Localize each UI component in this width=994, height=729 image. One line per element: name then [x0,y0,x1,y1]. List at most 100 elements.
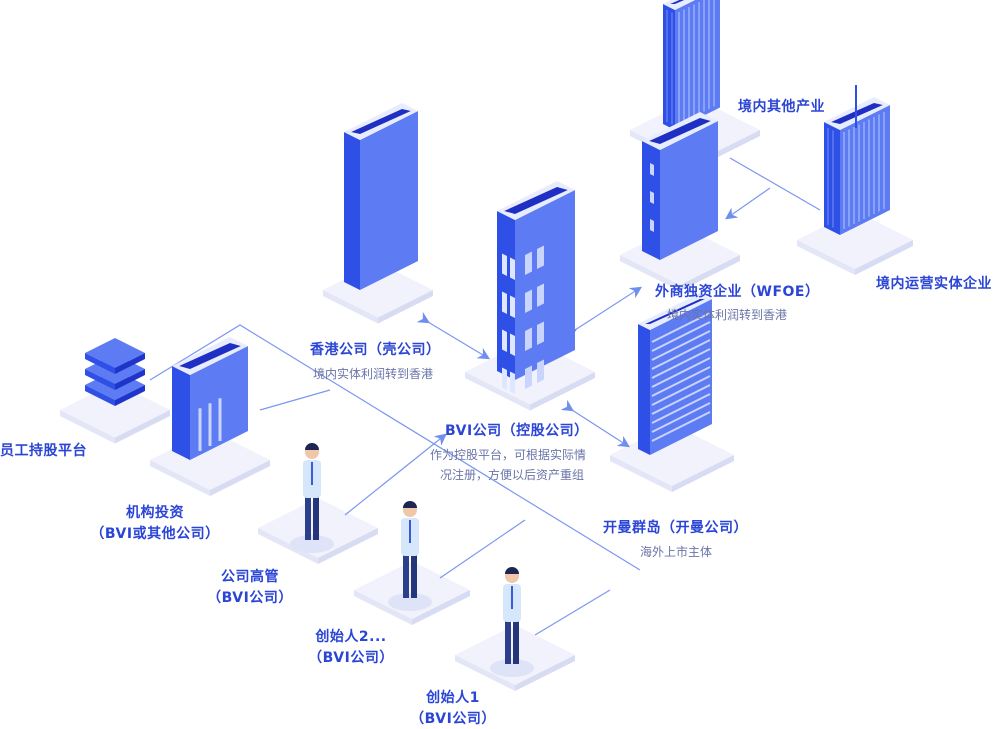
person-leg [513,619,519,664]
platform-founder2-edge [412,590,470,625]
platform-institution-edge [210,460,270,496]
building-floor [651,411,711,442]
person-hair [403,501,417,508]
domestic-operating-label: 境内运营实体企业 [876,276,992,292]
founder2-label: 创始人2... [315,629,387,645]
building-window [510,371,515,394]
building-window [537,359,544,383]
person-shadow [490,659,534,677]
esop-server-stack-icon [85,338,145,406]
platform-wfoe-edge [680,255,740,291]
wfoe-subtitle: 境内实体利润转到香港 [667,308,788,322]
building-right-face [675,0,720,130]
server-layer-side [85,369,115,390]
person-hair [505,567,519,574]
platform-executives-edge [318,528,378,564]
platform-bvi-edge [530,372,595,411]
building-roof [351,109,411,134]
building-floor [651,393,711,424]
building-roof [645,299,705,324]
platform-domestic-operating-edge [797,240,855,275]
person-shadow [388,593,432,611]
institution-subtitle: （BVI或其他公司） [90,526,220,542]
domestic-other-label: 境内其他产业 [738,99,825,115]
building-window [502,253,507,276]
building-floor [651,384,711,415]
hk-label: 香港公司（壳公司） [310,342,441,358]
server-layer-side [115,369,145,390]
building-left-face [638,324,650,455]
founder2-subtitle: （BVI公司） [308,650,394,666]
connector-institution [259,389,331,411]
connector-esop [149,324,641,571]
building-floor [651,348,711,379]
esop-label: 员工持股平台 [0,443,87,459]
building-floor [651,339,711,370]
building-window [510,333,515,356]
platform-founder1-edge [515,655,575,691]
building-floor [651,366,711,397]
cayman-subtitle: 海外上市主体 [640,545,713,559]
building-roof [179,343,241,369]
wfoe-label: 外商独资企业（WFOE） [655,284,820,300]
building-window-band [650,219,654,232]
person-leg [403,553,409,598]
platform-wfoe-edge [620,255,680,291]
building-left-face [344,132,360,290]
cayman-label: 开曼群岛（开曼公司） [603,520,748,536]
building-wfoe [642,112,718,260]
person-leg [505,619,511,664]
building-right-face [515,190,575,380]
arrow-bvi-wfoe [563,286,643,341]
building-window [537,245,544,269]
building-left-face [172,366,190,460]
building-bvi [497,181,575,394]
building-window [525,251,532,275]
building-hk [344,103,418,290]
building-window [525,327,532,351]
bvi-desc-line2: 况注册，方便以后资产重组 [440,468,585,482]
platform-esop-edge [60,410,115,444]
building-right-face [840,105,890,235]
building-institution [172,337,248,460]
person-hair [305,443,319,450]
building-window [525,289,532,313]
server-layer-side [115,385,145,406]
building-window [510,257,515,280]
founder1-label: 创始人1 [426,690,480,706]
platform-institution-edge [150,460,210,496]
building-left-face [824,122,840,235]
bvi-desc-line1: 作为控股平台，可根据实际情 [430,448,587,462]
platform-founder2-edge [354,590,412,625]
connector-founder2 [439,519,526,579]
building-roof [670,0,685,4]
person-executive [290,443,334,553]
arrow-bvi-hk [416,311,491,360]
platform-executives-edge [258,528,318,564]
platform-bvi-edge [465,372,530,411]
platform-hk-edge [378,290,433,324]
platform-domestic-operating-edge [855,240,913,275]
arrow-bvi-cayman [560,399,631,448]
person-founder1 [490,567,534,677]
building-window-band [650,191,654,204]
building-right-face [660,121,718,260]
building-floor [651,357,711,388]
building-left-face [663,4,675,130]
building-floor [651,375,711,406]
building-floor [651,402,711,433]
connector-founder1 [534,589,611,636]
server-layer-side [85,385,115,406]
arrow-to-wfoe [725,187,771,220]
person-shadow [290,535,334,553]
person-founder2 [388,501,432,611]
person-leg [313,495,319,540]
connector-operating-wfoe [729,157,821,211]
platform-cayman-edge [610,455,672,492]
institution-label: 机构投资 [126,505,184,521]
server-layer-side [115,353,145,374]
executives-subtitle: （BVI公司） [207,590,293,606]
platform-founder1-edge [455,655,515,691]
hk-subtitle: 境内实体利润转到香港 [313,367,434,381]
building-window [537,283,544,307]
